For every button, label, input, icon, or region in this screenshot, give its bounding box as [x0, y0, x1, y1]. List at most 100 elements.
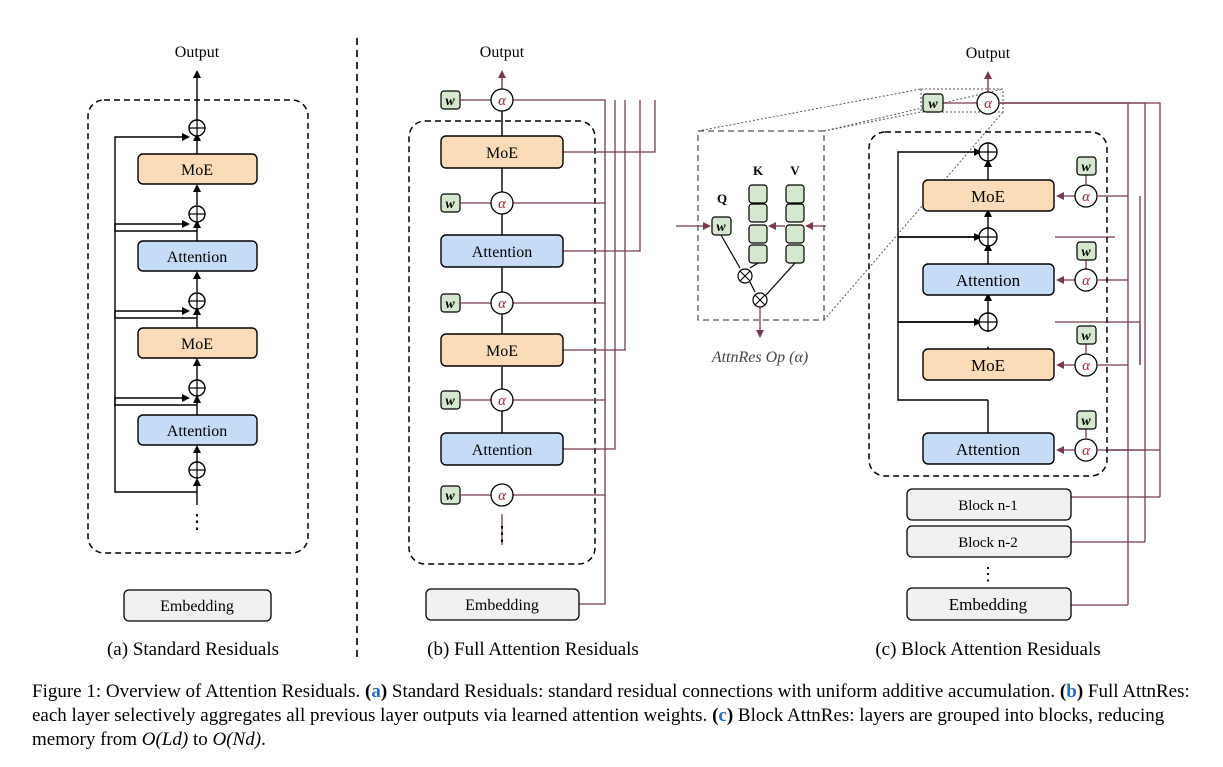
caption-figure-label: Figure 1: Overview of Attention Residual… — [32, 681, 361, 702]
add-node-a4 — [188, 205, 206, 223]
attention-block-c-top — [922, 263, 1055, 296]
caption-ref-c[interactable]: c — [718, 705, 727, 726]
weight-alpha-row-c3: w α — [1074, 241, 1098, 292]
alpha-label: α — [984, 96, 993, 112]
weight-alpha-row-c4: w α — [1074, 156, 1098, 208]
residual-lines-c — [943, 102, 1161, 606]
alpha-label: α — [1082, 189, 1091, 205]
caption-to: to — [192, 729, 208, 750]
alpha-label: α — [498, 393, 507, 409]
attention-residuals-figure: Output MoE Attention MoE Attention — [87, 38, 1161, 662]
attention-block-a-top — [137, 240, 258, 272]
add-node-c2 — [978, 227, 998, 247]
w-box — [1076, 241, 1097, 261]
dots-c: ⋮ — [979, 564, 997, 584]
w-label: w — [445, 197, 455, 212]
weight-alpha-row-b4: w α — [440, 191, 514, 215]
add-node-a2 — [188, 379, 206, 397]
caption-math-old: O(Ld) — [141, 729, 189, 750]
v-label: V — [790, 163, 800, 178]
attention-block-a-bottom — [137, 414, 258, 446]
add-node-c1 — [978, 312, 998, 332]
w-label: w — [1081, 245, 1091, 260]
caption-paren: ( — [1059, 681, 1067, 702]
weight-alpha-row-c2: w α — [1074, 325, 1098, 377]
moe-label: MoE — [486, 145, 518, 162]
weight-alpha-row-b2: w α — [440, 388, 514, 412]
alpha-label: α — [1082, 443, 1091, 459]
output-label-b: Output — [480, 44, 525, 61]
output-label-c: Output — [966, 45, 1011, 62]
attention-label: Attention — [956, 440, 1021, 459]
moe-label: MoE — [971, 187, 1005, 206]
op-wiring — [720, 234, 796, 296]
layer-group-a — [87, 99, 309, 554]
w-label: w — [445, 94, 455, 109]
block-n2-box — [906, 525, 1072, 558]
alpha-node — [490, 191, 514, 215]
attnres-op-inset: Q K V w — [676, 88, 1004, 366]
caption-end: . — [261, 729, 266, 750]
caption-paren: ) — [380, 681, 388, 702]
w-label: w — [1081, 329, 1091, 344]
caption-paren: ( — [712, 705, 719, 726]
caption-paren: ( — [364, 681, 372, 702]
add-node-a3 — [188, 292, 206, 310]
weight-alpha-row-b1: w α — [440, 483, 514, 507]
block-n1-box — [906, 488, 1072, 521]
moe-block-c-bottom — [922, 348, 1055, 381]
subtitle-a: (a) Standard Residuals — [107, 639, 279, 660]
embedding-label: Embedding — [465, 597, 539, 614]
skip-connection-a2 — [114, 307, 197, 406]
w-label: w — [445, 297, 455, 312]
moe-block-b-bottom — [440, 333, 564, 367]
caption-ref-a[interactable]: a — [371, 681, 381, 702]
embedding-block-a — [123, 589, 272, 622]
w-label: w — [1081, 414, 1091, 429]
dots-a: ⋮ — [187, 511, 207, 533]
moe-block-c-top — [922, 179, 1055, 212]
alpha-node — [490, 291, 514, 315]
attention-label: Attention — [956, 271, 1021, 290]
caption-math-new: O(Nd) — [212, 729, 262, 750]
alpha-node — [490, 88, 514, 112]
caption-text-c: Block AttnRes: layers are grouped into b… — [32, 705, 1165, 750]
moe-label: MoE — [971, 356, 1005, 375]
k-label: K — [753, 163, 764, 178]
attention-label: Attention — [472, 442, 532, 459]
panel-block-attention-residuals: Output — [868, 45, 1161, 660]
moe-block-a-bottom — [137, 327, 258, 359]
weight-alpha-row-b3: w α — [440, 291, 514, 315]
moe-label: MoE — [486, 343, 518, 360]
moe-label: MoE — [181, 336, 213, 353]
alpha-node — [490, 388, 514, 412]
alpha-label: α — [1082, 358, 1091, 374]
block-n1-label: Block n-1 — [958, 498, 1018, 514]
embedding-label: Embedding — [160, 598, 234, 615]
block-group-c — [868, 131, 1108, 477]
w-label: w — [928, 97, 938, 112]
w-label: w — [1081, 160, 1091, 175]
caption-text-b: Full AttnRes: each layer selectively agg… — [32, 681, 1190, 726]
attnres-op-label: AttnRes Op (α) — [711, 349, 808, 366]
figure-caption: Figure 1: Overview of Attention Residual… — [32, 680, 1217, 752]
w-box — [1076, 325, 1097, 345]
key-stack — [748, 184, 768, 264]
attention-block-b-top — [440, 234, 564, 268]
alpha-node — [1074, 184, 1098, 208]
weight-alpha-row-c1: w α — [1074, 410, 1098, 462]
multiply-node-2 — [752, 292, 768, 308]
add-node-a1 — [188, 461, 206, 479]
attention-block-c-bottom — [922, 432, 1055, 465]
weight-alpha-row-c-top: w α — [922, 91, 1000, 115]
w-label: w — [445, 394, 455, 409]
layer-group-b — [408, 120, 596, 565]
output-label-a: Output — [175, 44, 220, 61]
caption-ref-b[interactable]: b — [1066, 681, 1077, 702]
embedding-label: Embedding — [949, 595, 1028, 614]
w-box — [922, 93, 944, 113]
moe-block-a-top — [137, 153, 258, 185]
alpha-label: α — [498, 93, 507, 109]
alpha-node — [1074, 268, 1098, 292]
attention-block-b-bottom — [440, 432, 564, 466]
